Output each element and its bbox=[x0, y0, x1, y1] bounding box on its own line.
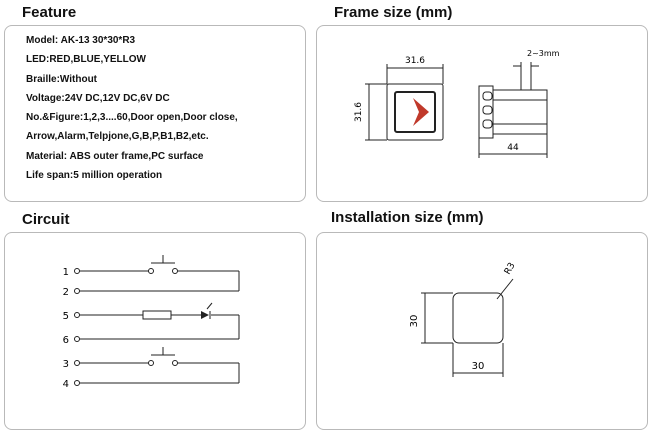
installation-size-panel: R3 30 30 bbox=[316, 232, 648, 430]
arrow-icon bbox=[413, 98, 429, 126]
feature-heading: Feature bbox=[22, 4, 77, 21]
feature-figures: No.&Figure:1,2,3....60,Door open,Door cl… bbox=[26, 112, 238, 124]
pin-5-label: 5 bbox=[63, 311, 69, 322]
side-bezel bbox=[478, 85, 494, 139]
installation-size-heading: Installation size (mm) bbox=[331, 209, 484, 226]
feature-lifespan: Life span:5 million operation bbox=[26, 170, 163, 182]
frame-depth-label: 44 bbox=[507, 143, 519, 153]
feature-figures-cont: Arrow,Alarm,Telpjone,G,B,P,B1,B2,etc. bbox=[26, 131, 209, 143]
radius-label: R3 bbox=[503, 261, 518, 276]
feature-braille: Braille:Without bbox=[26, 73, 98, 85]
install-width-label: 30 bbox=[472, 361, 485, 372]
radius-leader bbox=[496, 278, 514, 300]
pin-2-label: 2 bbox=[63, 287, 69, 298]
circuit-heading: Circuit bbox=[22, 211, 70, 228]
cutout-outline bbox=[452, 292, 504, 344]
feature-model: Model: AK-13 30*30*R3 bbox=[26, 35, 136, 46]
frame-size-panel: 31.6 31.6 2~3mm 44 bbox=[316, 25, 648, 202]
frame-size-drawing: 31.6 31.6 2~3mm 44 bbox=[354, 49, 560, 158]
circuit-panel: 1 2 5 6 3 4 bbox=[4, 232, 306, 430]
frame-gap-label: 2~3mm bbox=[527, 49, 560, 58]
install-height-label: 30 bbox=[409, 315, 420, 328]
pin-4-label: 4 bbox=[63, 379, 69, 390]
pin-3-label: 3 bbox=[63, 359, 69, 370]
resistor bbox=[142, 310, 172, 320]
feature-list: Model: AK-13 30*30*R3 LED:RED,BLUE,YELLO… bbox=[26, 31, 238, 185]
feature-panel: Model: AK-13 30*30*R3 LED:RED,BLUE,YELLO… bbox=[4, 25, 306, 202]
feature-led: LED:RED,BLUE,YELLOW bbox=[26, 54, 146, 66]
led-icon bbox=[201, 302, 213, 319]
frame-inner-surface bbox=[394, 91, 436, 133]
frame-height-label: 31.6 bbox=[354, 102, 364, 122]
frame-size-heading: Frame size (mm) bbox=[334, 4, 453, 21]
feature-voltage: Voltage:24V DC,12V DC,6V DC bbox=[26, 92, 170, 104]
frame-outer-outline bbox=[386, 83, 444, 141]
circuit-diagram: 1 2 5 6 3 4 bbox=[63, 255, 240, 390]
pin-6-label: 6 bbox=[63, 335, 69, 346]
feature-material: Material: ABS outer frame,PC surface bbox=[26, 150, 204, 162]
installation-drawing: R3 30 30 bbox=[409, 261, 518, 377]
side-body bbox=[492, 89, 548, 135]
pin-1-label: 1 bbox=[63, 267, 69, 278]
frame-width-label: 31.6 bbox=[405, 56, 425, 66]
